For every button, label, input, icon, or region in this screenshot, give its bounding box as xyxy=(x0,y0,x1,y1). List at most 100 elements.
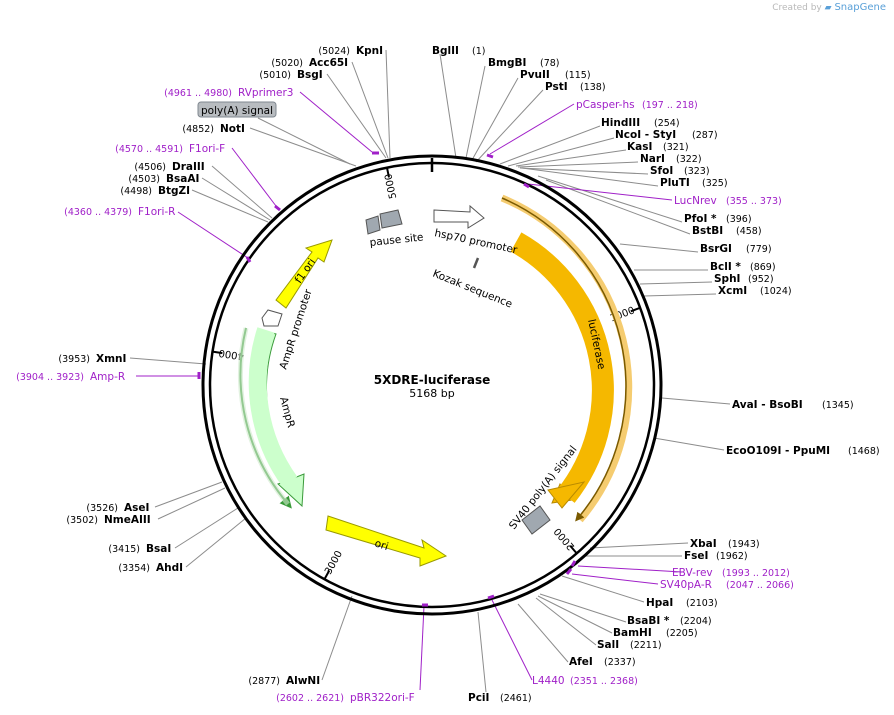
site-pos-ecoo109i-ppumi: (1468) xyxy=(848,446,880,457)
leader-alwni xyxy=(321,595,353,681)
tick-2000 xyxy=(569,545,578,555)
site-pos-avai-bsobi: (1345) xyxy=(822,400,854,411)
primer-leader-f1ori-r xyxy=(177,211,249,259)
ampr-band xyxy=(248,327,298,488)
site-pos-btgzi: (4498) xyxy=(120,186,152,197)
primer-mark-f1ori-r xyxy=(245,256,252,263)
site-name-noti: NotI xyxy=(220,123,245,135)
leader-acc65i xyxy=(351,61,389,159)
leader-bamhi xyxy=(537,595,613,634)
site-name-ahdi: AhdI xyxy=(156,562,183,574)
leader-bglii xyxy=(439,53,457,159)
site-pos-bmgbi: (78) xyxy=(540,58,560,69)
site-pos-bsgi: (5010) xyxy=(259,70,291,81)
luciferase-band xyxy=(510,232,614,503)
leader-bsgi xyxy=(326,73,387,159)
primer-pos-pcasper: (197 .. 218) xyxy=(642,100,698,111)
site-pos-hpai: (2103) xyxy=(686,598,718,609)
site-name-alwni: AlwNI xyxy=(286,675,320,687)
plasmid-length: 5168 bp xyxy=(409,387,454,400)
site-name-avai-bsobi: AvaI - BsoBI xyxy=(732,399,803,411)
credit-brand: SnapGene xyxy=(834,2,886,13)
site-pos-noti: (4852) xyxy=(182,124,214,135)
site-name-pluti: PluTI xyxy=(660,177,690,189)
leader-avai xyxy=(661,397,731,405)
leader-hpai xyxy=(561,575,645,603)
ampr-label: AmpR xyxy=(277,396,297,429)
primer-marks xyxy=(197,151,577,607)
tick-1000 xyxy=(630,306,641,313)
site-pos-afei: (2337) xyxy=(604,657,636,668)
site-pos-bsai: (3415) xyxy=(108,544,140,555)
leader-hindiii xyxy=(499,125,601,165)
leader-psti xyxy=(475,89,544,163)
site-name-fsei: FseI xyxy=(684,550,708,562)
site-name-bsabi: BsaBI * xyxy=(627,615,670,627)
leader-lines xyxy=(129,49,731,693)
leader-pcii xyxy=(477,611,487,693)
site-name-bcli: BclI * xyxy=(710,261,741,273)
plasmid-name: 5XDRE-luciferase xyxy=(374,373,491,387)
leader-bsabi xyxy=(539,593,627,623)
site-name-xmni: XmnI xyxy=(96,353,126,365)
leader-pluti xyxy=(521,167,659,187)
site-pos-nari: (322) xyxy=(676,154,702,165)
backbone-outer xyxy=(201,154,663,616)
leader-bsrgi xyxy=(619,243,699,253)
leader-ncoi xyxy=(507,137,615,167)
snapgene-credit: Created by ▰ SnapGene xyxy=(772,2,886,13)
primer-leader-l4440 xyxy=(491,599,533,681)
primer-mark-l4440 xyxy=(487,594,495,600)
site-pos-pvuii: (115) xyxy=(565,70,591,81)
primer-pos-l4440: (2351 .. 2368) xyxy=(570,676,638,687)
primer-pos-lucnrev: (355 .. 373) xyxy=(726,196,782,207)
leader-asei xyxy=(154,481,223,508)
right-sites: BglII (1) BmgBI (78) PvuII (115) PstI (1… xyxy=(432,45,880,704)
site-pos-bglii: (1) xyxy=(472,46,485,57)
leader-afei xyxy=(517,603,569,663)
site-pos-kpni: (5024) xyxy=(318,46,350,57)
primer-name-l4440: L4440 xyxy=(532,675,565,687)
primer-pos-sv40pa-r: (2047 .. 2066) xyxy=(726,580,794,591)
snapgene-logo-icon: ▰ xyxy=(824,3,832,13)
leader-bmgbi xyxy=(465,65,486,159)
pause-site-label: pause site xyxy=(369,231,424,249)
primer-name-sv40pa-r: SV40pA-R xyxy=(660,579,712,591)
hsp70-promoter-label: hsp70 promoter xyxy=(433,227,519,256)
leader-pfoi xyxy=(537,175,683,223)
leader-bsai xyxy=(174,507,239,549)
site-pos-sphi: (952) xyxy=(748,274,774,285)
site-name-bsgi: BsgI xyxy=(297,69,323,81)
leader-bsaai xyxy=(201,177,271,221)
primer-pos-amp-r: (3904 .. 3923) xyxy=(16,372,84,383)
primer-pos-pbr322: (2602 .. 2621) xyxy=(276,693,344,704)
f1-ori-label: f1 ori xyxy=(293,256,319,285)
site-pos-alwni: (2877) xyxy=(248,676,280,687)
primer-pos-f1ori-f: (4570 .. 4591) xyxy=(115,144,183,155)
site-name-bstbi: BstBI xyxy=(692,225,723,237)
primer-name-rvprimer3: RVprimer3 xyxy=(238,87,294,99)
site-pos-hindiii: (254) xyxy=(654,118,680,129)
site-name-hpai: HpaI xyxy=(646,597,673,609)
site-pos-pcii: (2461) xyxy=(500,693,532,704)
site-pos-pluti: (325) xyxy=(702,178,728,189)
leader-nari xyxy=(517,161,639,168)
site-name-ecoo109i-ppumi: EcoO109I - PpuMI xyxy=(726,445,830,457)
leader-pvuii xyxy=(471,77,519,161)
site-name-hindiii: HindIII xyxy=(601,117,640,129)
site-name-kasi: KasI xyxy=(627,141,652,153)
site-pos-nmeaiii: (3502) xyxy=(66,515,98,526)
site-pos-kasi: (321) xyxy=(663,142,689,153)
primer-leader-lines xyxy=(136,91,683,691)
site-pos-ncoi-styi: (287) xyxy=(692,130,718,141)
site-name-pvuii: PvuII xyxy=(520,69,550,81)
site-name-nmeaiii: NmeAIII xyxy=(104,514,151,526)
pause-site-feature-2 xyxy=(379,209,403,229)
leader-sphi xyxy=(639,281,713,285)
site-name-sali: SalI xyxy=(597,639,619,651)
primer-name-pcasper: pCasper-hs xyxy=(576,99,635,111)
primer-name-pbr322: pBR322ori-F xyxy=(350,692,415,704)
pause-site-feature-1 xyxy=(365,215,381,235)
ampr-promoter-feature xyxy=(261,309,283,327)
